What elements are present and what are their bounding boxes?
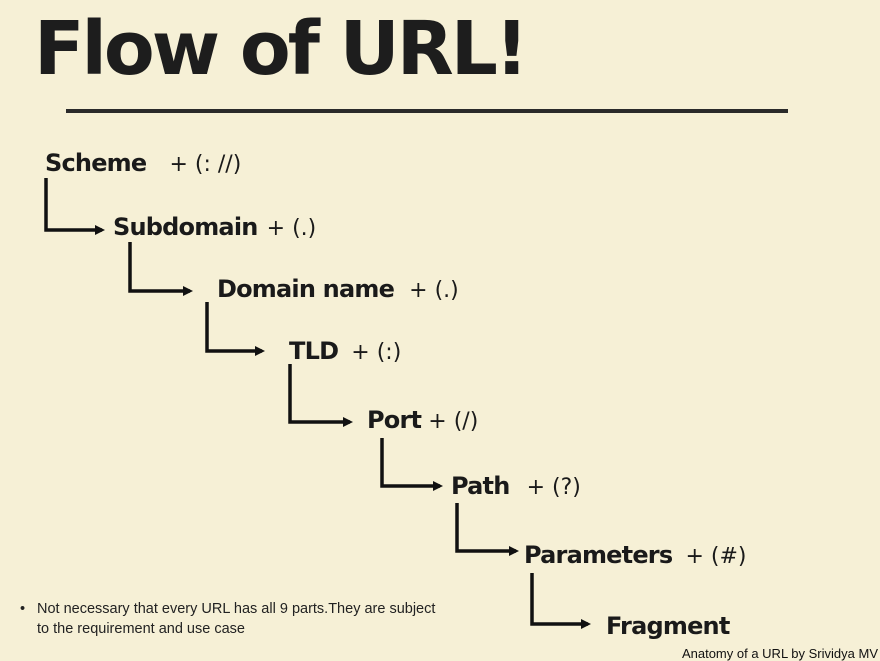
step-separator: + (#) bbox=[685, 544, 747, 569]
step-label: Subdomain bbox=[113, 213, 258, 241]
step-label: Port bbox=[367, 406, 422, 434]
arrow-tld-to-port bbox=[288, 364, 353, 427]
step-path: Path + (?) bbox=[451, 474, 581, 499]
arrow-scheme-to-subdomain bbox=[44, 178, 105, 235]
arrow-parameters-to-fragment bbox=[530, 573, 591, 629]
step-separator: + (?) bbox=[526, 475, 581, 500]
arrow-path-to-parameters bbox=[455, 503, 519, 556]
step-tld: TLD + (:) bbox=[289, 339, 401, 364]
arrow-domain-to-tld bbox=[205, 302, 265, 356]
credit-caption: Anatomy of a URL by Srividya MV bbox=[681, 646, 878, 661]
arrow-port-to-path bbox=[380, 438, 443, 491]
step-port: Port + (/) bbox=[367, 408, 478, 433]
step-label: Parameters bbox=[524, 541, 673, 569]
footnote-item: • Not necessary that every URL has all 9… bbox=[18, 599, 448, 639]
footnote-list: • Not necessary that every URL has all 9… bbox=[18, 599, 448, 639]
step-label: TLD bbox=[289, 337, 339, 365]
step-domain-name: Domain name + (.) bbox=[217, 277, 459, 302]
step-fragment: Fragment bbox=[606, 614, 730, 638]
step-label: Domain name bbox=[217, 275, 395, 303]
step-parameters: Parameters + (#) bbox=[524, 543, 746, 568]
footnote-text: Not necessary that every URL has all 9 p… bbox=[37, 601, 436, 637]
step-label: Path bbox=[451, 472, 510, 500]
step-scheme: Scheme + (: //) bbox=[45, 151, 241, 176]
step-separator: + (:) bbox=[351, 340, 402, 365]
step-separator: + (: //) bbox=[169, 152, 242, 177]
arrow-subdomain-to-domain bbox=[128, 242, 193, 296]
step-separator: + (.) bbox=[409, 278, 459, 303]
step-label: Scheme bbox=[45, 149, 147, 177]
step-subdomain: Subdomain + (.) bbox=[113, 215, 316, 240]
bullet-icon: • bbox=[20, 601, 26, 617]
step-separator: + (.) bbox=[266, 216, 317, 241]
step-separator: + (/) bbox=[428, 409, 479, 434]
title-underline bbox=[66, 109, 788, 113]
page-title: Flow of URL! bbox=[34, 6, 529, 92]
step-label: Fragment bbox=[606, 612, 730, 640]
